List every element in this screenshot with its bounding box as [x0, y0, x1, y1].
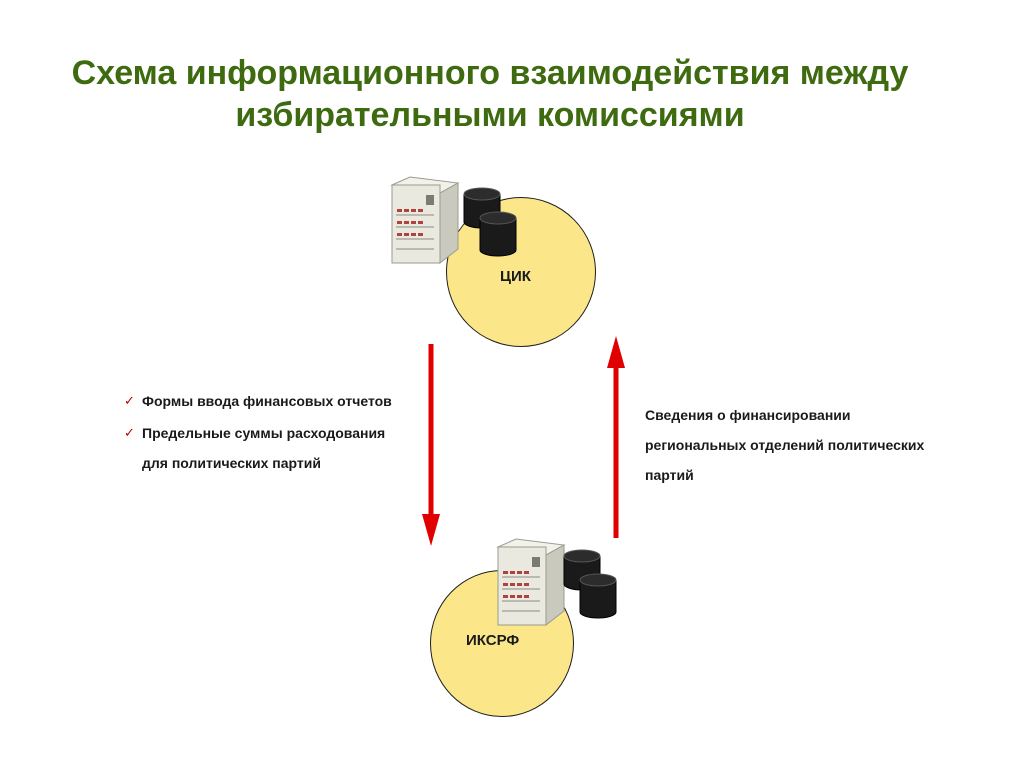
up-note: Сведения о финансировании региональных о… [645, 407, 925, 483]
title-line-2: избирательными комиссиями [235, 96, 745, 134]
checkmark-icon: ✓ [124, 393, 135, 408]
list-item-text: Формы ввода финансовых отчетов [142, 393, 392, 409]
list-item: ✓ Предельные суммы расходования для поли… [124, 418, 394, 478]
checkmark-icon: ✓ [124, 425, 135, 440]
database-icon [563, 549, 617, 619]
up-arrow [607, 336, 625, 538]
down-arrow [422, 344, 440, 546]
server-icon [390, 176, 460, 265]
diagram-title: Схема информационного взаимодействия меж… [0, 52, 980, 136]
list-item: ✓ Формы ввода финансовых отчетов [124, 386, 394, 416]
down-list: ✓ Формы ввода финансовых отчетов ✓ Преде… [124, 386, 394, 480]
title-line-1: Схема информационного взаимодействия меж… [71, 54, 909, 92]
cik-label: ЦИК [500, 268, 531, 285]
database-icon [463, 187, 517, 257]
iksrf-label: ИКСРФ [466, 632, 520, 649]
server-icon [496, 538, 566, 627]
list-item-text: Предельные суммы расходования для полити… [142, 425, 386, 471]
